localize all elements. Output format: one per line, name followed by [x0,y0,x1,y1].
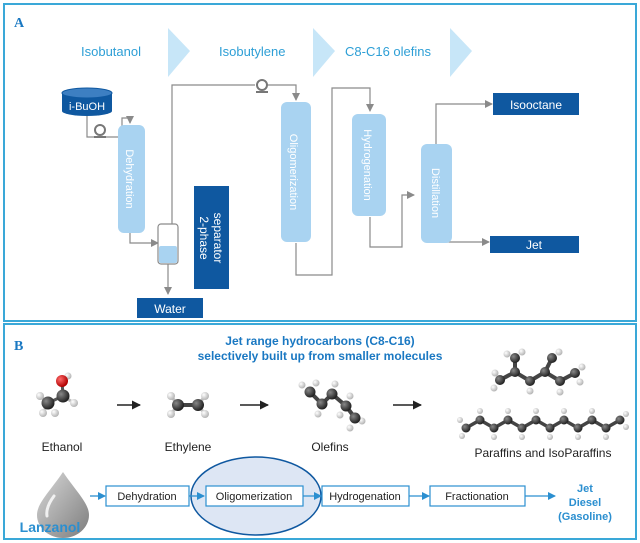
ethanol-label: Ethanol [42,440,83,454]
distillation-column-label: Distillation [429,168,441,218]
drop-highlight [45,494,56,518]
fractionation-step-label: Fractionation [445,491,509,503]
panel-b-label: B [14,339,23,354]
jet-output-box [490,236,579,253]
header-chevron-1 [168,28,190,77]
isooctane-output-label: Isooctane [510,98,562,112]
fractionation-step-box [429,485,526,507]
hydrogenation-step-box [321,485,410,507]
jet-output-label: Jet [526,238,543,252]
dehydration-column [118,125,145,233]
separator-label-box [194,186,229,289]
olefins-molecule [298,379,366,432]
dehydration-step-box [105,485,190,507]
feed-tank-label: i-BuOH [69,101,105,113]
olefins-label: Olefins [311,440,348,454]
product-diesel-label: Diesel [569,497,601,509]
panel-b-title-line2: selectively built up from smaller molecu… [198,349,443,363]
header-chevron-2 [313,28,335,77]
hydrogenation-step-label: Hydrogenation [329,491,401,503]
separator-label-line1: 2-phase [197,216,211,260]
header-c8-c16-olefins: C8-C16 olefins [345,44,431,59]
separator-label-line2: separator [211,213,225,264]
dehydration-column-label: Dehydration [123,149,135,208]
hydrogenation-column-label: Hydrogenation [361,129,373,201]
hydrogenation-column [352,114,386,216]
lanzanol-drop-icon [37,472,89,538]
dehydration-step-label: Dehydration [117,491,176,503]
oligomerization-step-box [205,485,304,507]
paraffins-label: Paraffins and IsoParaffins [475,446,612,460]
paraffin-molecule [457,408,629,440]
panel-a-label: A [14,16,25,31]
product-gasoline-label: (Gasoline) [558,511,612,523]
header-isobutylene: Isobutylene [219,44,286,59]
distillation-column [421,144,452,243]
panel-b-title-line1: Jet range hydrocarbons (C8-C16) [225,334,414,348]
product-jet-label: Jet [577,483,593,495]
header-chevron-3 [450,28,472,77]
oligomerization-column-label: Oligomerization [287,134,299,210]
feed-tank: i-BuOH [61,87,113,116]
ethylene-label: Ethylene [165,440,212,454]
separator-vessel [157,223,179,265]
isoparaffin-molecule [490,348,586,396]
isooctane-output-box [493,93,579,115]
lanzanol-label: Lanzanol [20,519,81,535]
oligomerization-column [281,102,311,242]
pump-icon [94,124,106,138]
oligomerization-step-label: Oligomerization [216,491,292,503]
ethylene-molecule [167,392,209,418]
water-output-label: Water [154,302,186,316]
ethanol-molecule [36,372,78,417]
header-isobutanol: Isobutanol [81,44,141,59]
pump-icon [256,79,268,93]
water-output-box [137,298,203,318]
